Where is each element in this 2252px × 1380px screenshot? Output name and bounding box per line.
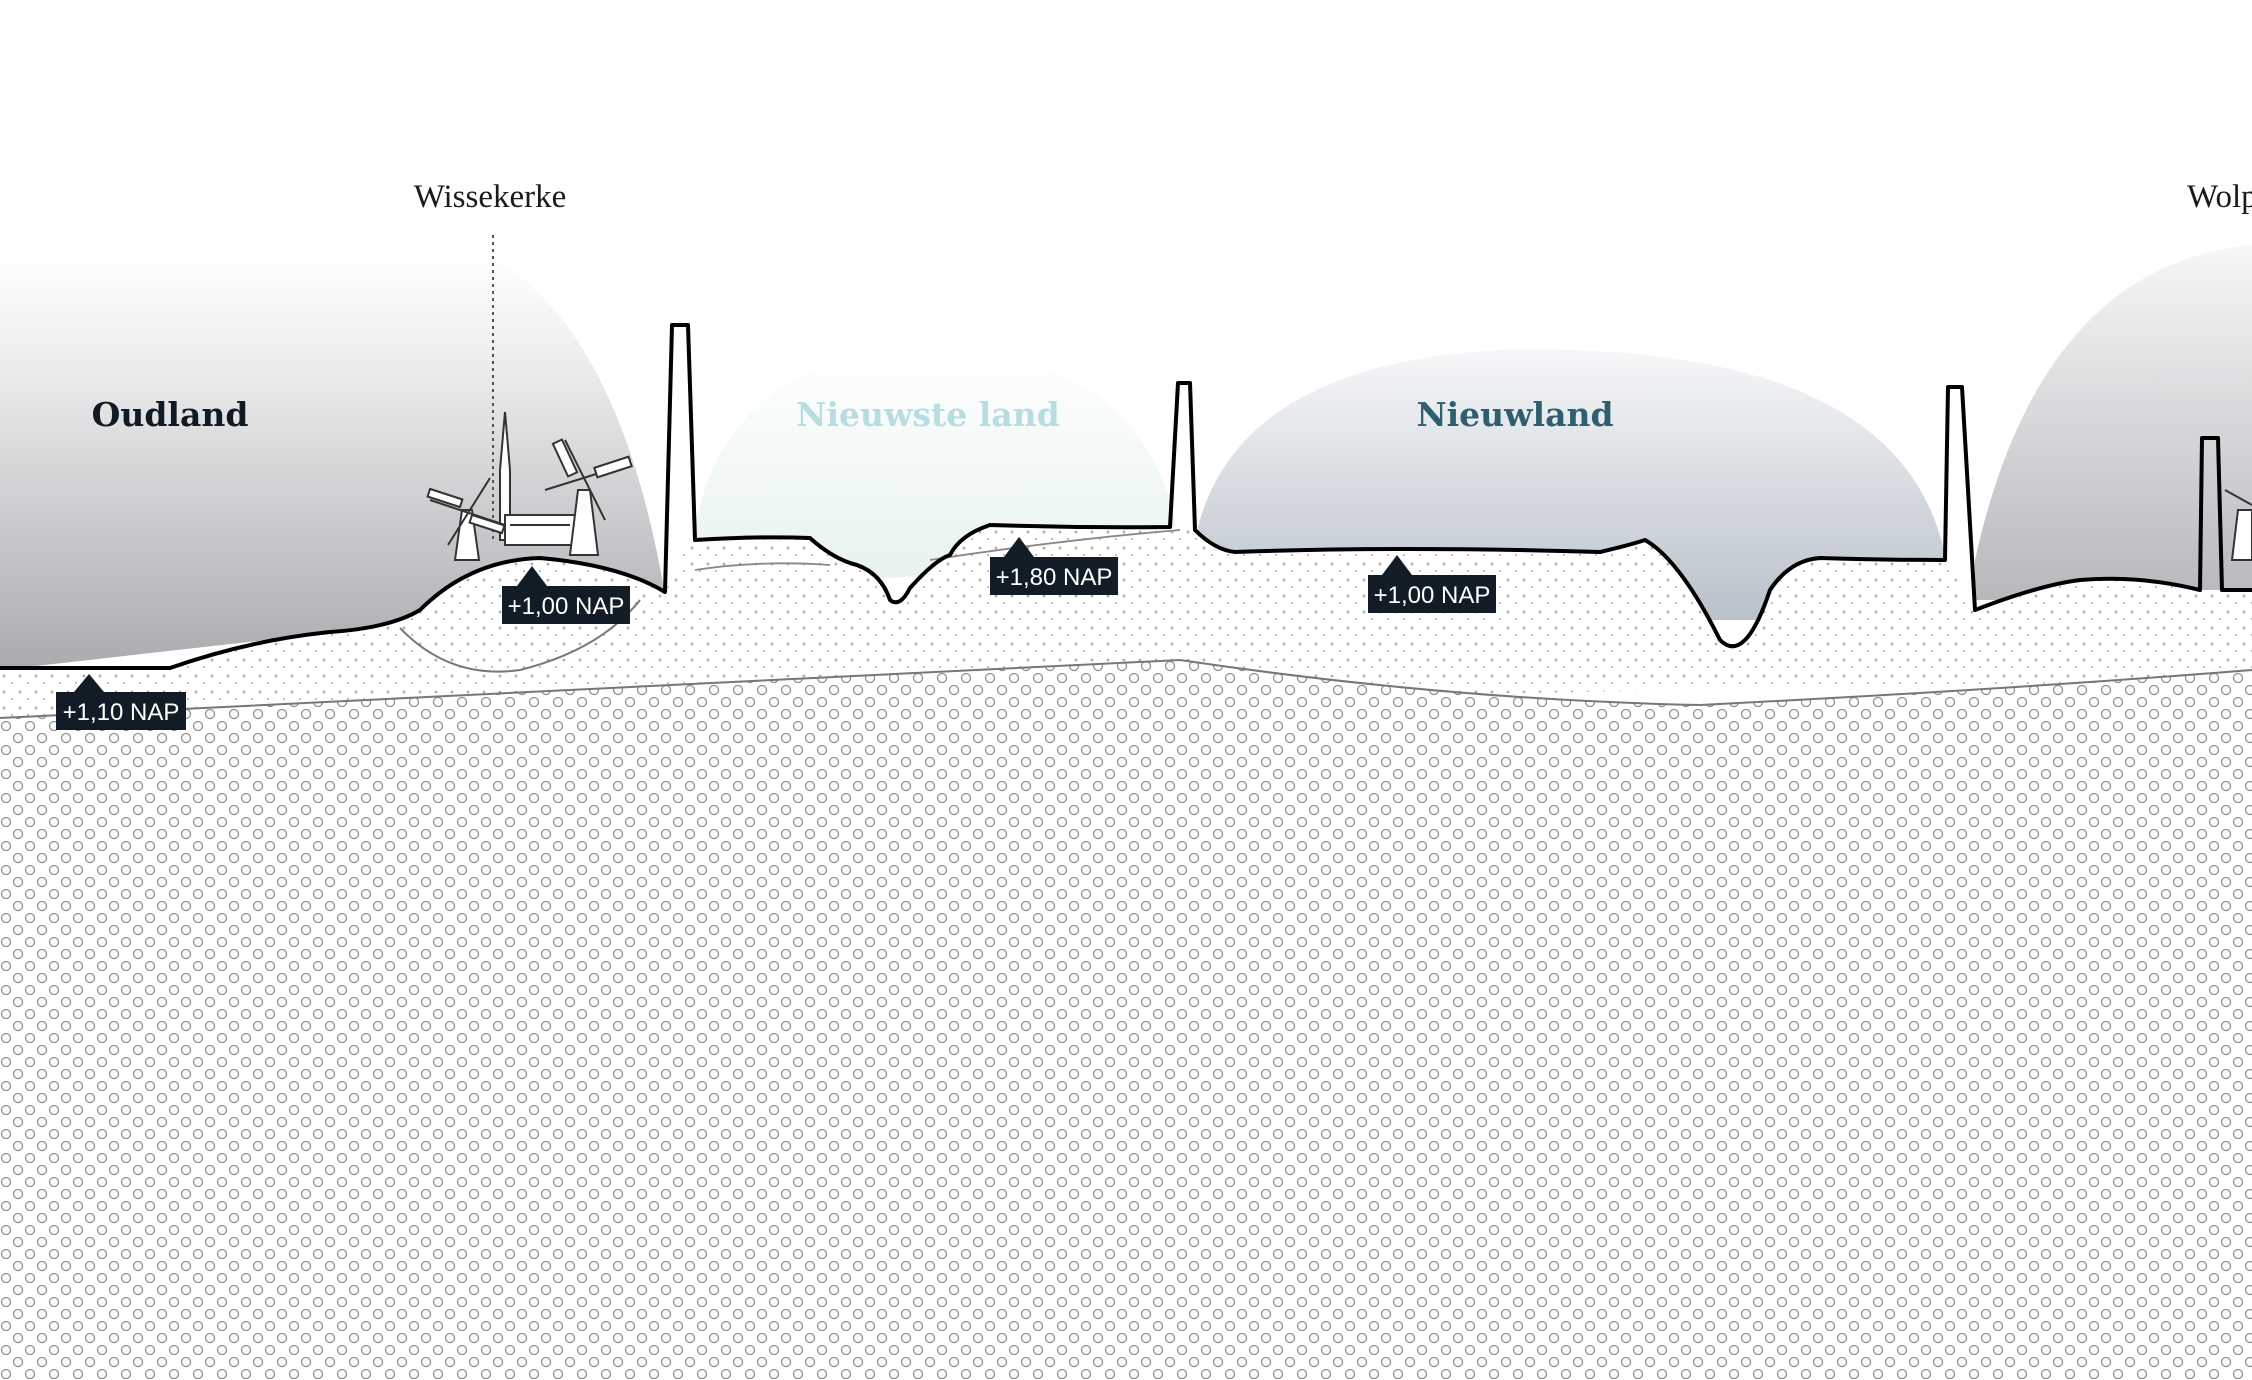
town-label-wissekerke: Wissekerke (414, 179, 567, 215)
elevation-label: +1,00 NAP (508, 593, 625, 620)
elevation-badge: +1,00 NAP (1368, 555, 1496, 613)
mound-outline (399, 599, 641, 673)
town-label-wolp: Wolp (2187, 179, 2252, 215)
sky-right-dome (1975, 245, 2252, 600)
windmill-icon (426, 477, 506, 561)
elevation-badge: +1,80 NAP (990, 537, 1118, 595)
elevation-badge: +1,10 NAP (56, 674, 186, 730)
soil-deep-layer (0, 658, 2252, 1380)
soil-boundary-line (0, 658, 2252, 719)
windmill-icon (544, 438, 633, 556)
region-label-nieuwland: Nieuwland (1416, 395, 1613, 434)
church-icon (499, 411, 576, 546)
elevation-badge: +1,00 NAP (502, 566, 630, 624)
windmill-icon (2224, 489, 2252, 561)
region-label-nieuwste-land: Nieuwste land (796, 395, 1059, 434)
soil-sand-layer (0, 525, 2252, 720)
inner-dike-line (694, 529, 1181, 571)
ground-surface-line (0, 323, 2252, 670)
elevation-label: +1,10 NAP (63, 699, 180, 726)
region-label-oudland: Oudland (92, 395, 249, 434)
elevation-label: +1,00 NAP (1374, 582, 1491, 609)
elevation-label: +1,80 NAP (996, 564, 1113, 591)
